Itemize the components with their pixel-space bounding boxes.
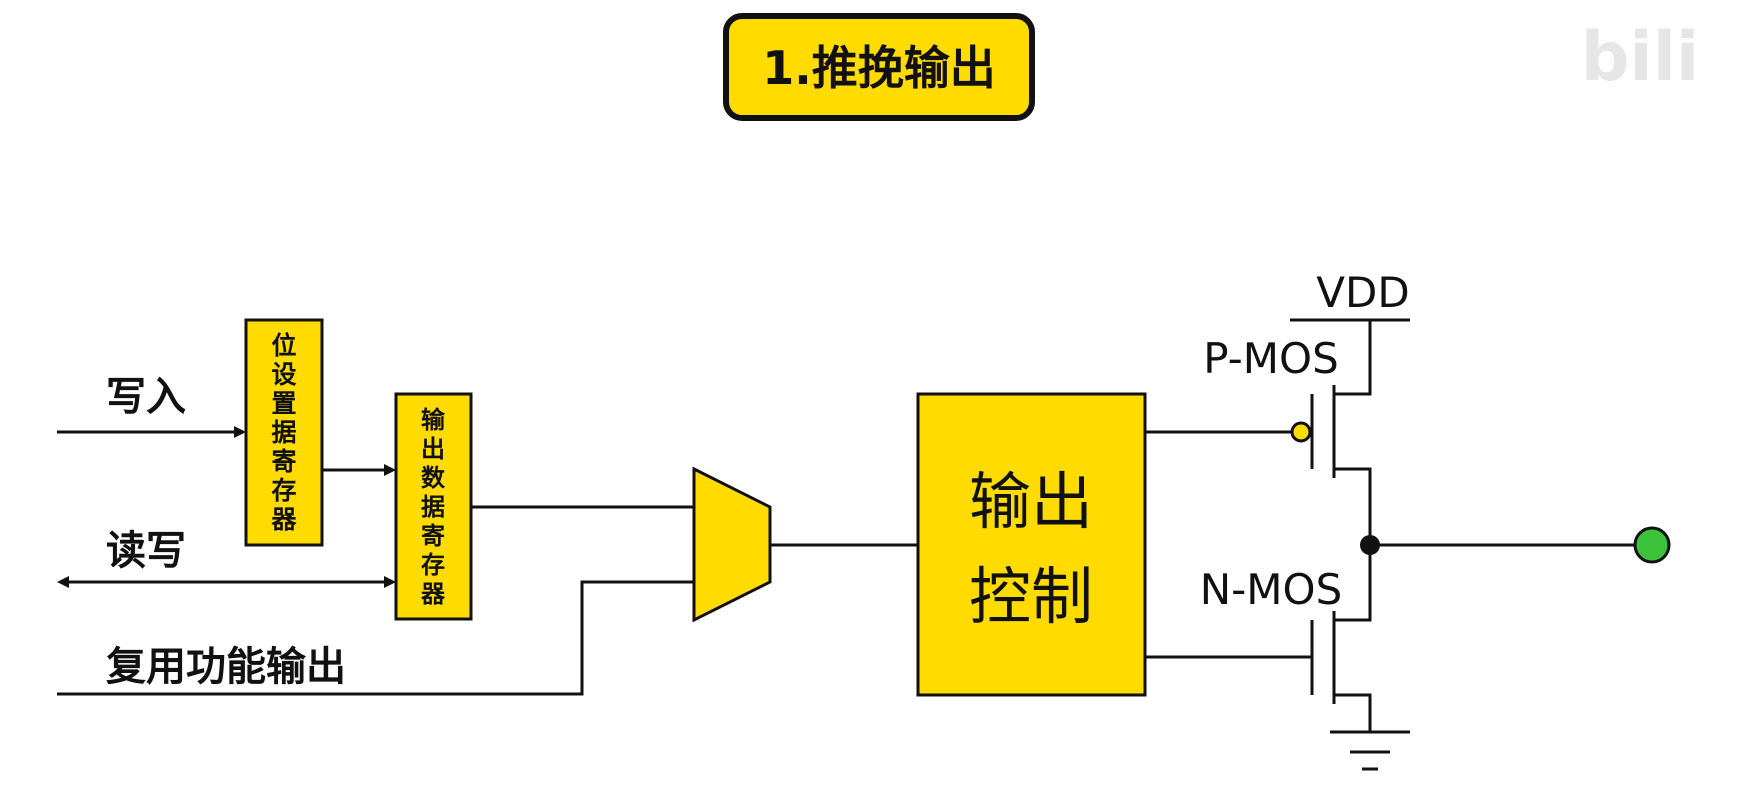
bsrr-char-7: 器 xyxy=(270,505,297,534)
output-control-label-line1: 输出 xyxy=(969,465,1093,538)
watermark-logo: bili xyxy=(1581,18,1700,97)
nmos-source-wire xyxy=(1334,693,1372,732)
write-arrow-icon xyxy=(234,426,246,438)
bsrr-char-2: 设 xyxy=(271,360,296,389)
read-write-left-arrow-icon xyxy=(57,576,69,588)
output-data-register-box xyxy=(394,392,473,621)
output-pin-icon xyxy=(1633,526,1671,564)
odr-char-5: 寄 xyxy=(421,522,445,550)
odr-char-6: 存 xyxy=(421,551,445,579)
nmos-transistor xyxy=(1310,611,1336,704)
pmos-drain-wire xyxy=(1334,467,1372,545)
nmos-drain-wire xyxy=(1334,545,1372,622)
read-write-label: 读写 xyxy=(106,528,186,574)
odr-char-1: 输 xyxy=(421,406,446,434)
odr-char-7: 器 xyxy=(420,580,446,608)
alt-function-wire xyxy=(57,580,694,696)
bsrr-char-3: 置 xyxy=(271,389,296,418)
page-title: 1.推挽输出 xyxy=(762,41,995,95)
odr-char-3: 数 xyxy=(421,464,446,492)
bsrr-char-6: 存 xyxy=(271,476,296,505)
junction-dot-icon xyxy=(1360,535,1380,555)
title-box: 1.推挽输出 xyxy=(723,13,1035,121)
pmos-label: P-MOS xyxy=(1203,334,1339,383)
multiplexer-icon xyxy=(692,466,772,623)
ground-icon xyxy=(1330,730,1410,771)
bsrr-char-4: 据 xyxy=(271,418,296,447)
nmos-label: N-MOS xyxy=(1200,565,1343,614)
arrowheads xyxy=(57,426,396,588)
output-control-label-line2: 控制 xyxy=(969,560,1093,633)
odr-char-2: 出 xyxy=(421,435,445,463)
bsrr-char-5: 寄 xyxy=(271,447,296,476)
wires xyxy=(57,318,1634,732)
alt-function-output-label: 复用功能输出 xyxy=(106,644,346,690)
pmos-transistor xyxy=(1290,385,1336,478)
write-label: 写入 xyxy=(106,374,186,420)
bsrr-arrow-icon xyxy=(384,464,396,476)
inversion-bubble-icon xyxy=(1290,421,1312,443)
bit-set-reset-register: 位 设 置 据 寄 存 器 xyxy=(244,318,324,547)
odr-char-4: 据 xyxy=(421,493,445,521)
vdd-label: VDD xyxy=(1316,268,1409,317)
bsrr-char-1: 位 xyxy=(271,331,296,360)
output-data-register: 输 出 数 据 寄 存 器 xyxy=(394,392,473,621)
output-control: 输出 控制 xyxy=(916,392,1147,697)
read-write-right-arrow-icon xyxy=(384,576,396,588)
bit-set-reset-register-box xyxy=(244,318,324,547)
output-control-box xyxy=(916,392,1147,697)
pmos-source-wire xyxy=(1334,320,1372,396)
title-box-frame xyxy=(723,13,1035,121)
